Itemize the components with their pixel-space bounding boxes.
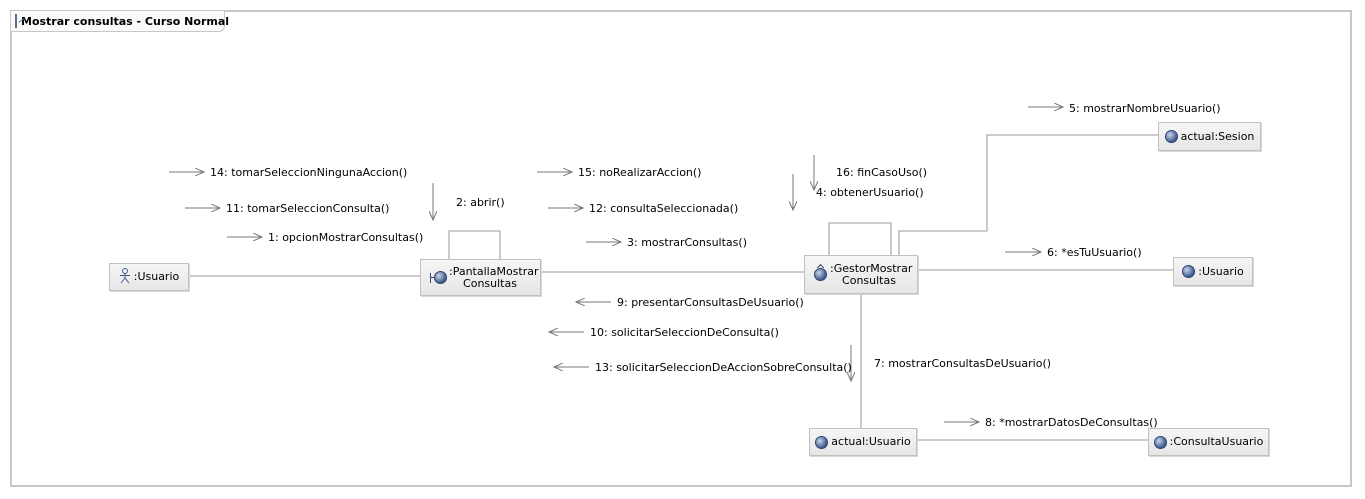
message-11: 11: tomarSeleccionConsulta()	[226, 202, 390, 215]
object-icon	[1153, 435, 1167, 449]
node-pantalla[interactable]: :PantallaMostrar Consultas	[420, 259, 541, 296]
node-gestor[interactable]: :GestorMostrar Consultas	[804, 255, 918, 294]
object-icon	[815, 435, 829, 449]
message-13: 13: solicitarSeleccionDeAccionSobreConsu…	[595, 361, 852, 374]
object-icon	[1164, 130, 1178, 143]
message-15: 15: noRealizarAccion()	[578, 166, 702, 179]
message-4: 4: obtenerUsuario()	[816, 186, 924, 199]
node-sesion[interactable]: actual:Sesion	[1158, 122, 1261, 151]
boundary-icon	[430, 271, 447, 284]
diagram-icon	[15, 14, 17, 28]
object-icon	[1182, 265, 1196, 278]
message-3: 3: mostrarConsultas()	[627, 236, 747, 249]
node-label: :Usuario	[1198, 264, 1244, 278]
diagram-title: Mostrar consultas - Curso Normal	[21, 14, 230, 28]
message-10: 10: solicitarSeleccionDeConsulta()	[590, 326, 779, 339]
diagram-frame	[10, 10, 1352, 487]
message-7: 7: mostrarConsultasDeUsuario()	[874, 357, 1052, 370]
links	[189, 134, 1173, 441]
message-16: 16: finCasoUso()	[836, 166, 928, 179]
node-consulta-usuario[interactable]: :ConsultaUsuario	[1148, 428, 1269, 456]
node-usuario-obj[interactable]: :Usuario	[1173, 257, 1253, 286]
message-6: 6: *esTuUsuario()	[1047, 246, 1142, 259]
self-link-pantalla	[448, 230, 501, 259]
message-1: 1: opcionMostrarConsultas()	[268, 231, 424, 244]
message-12: 12: consultaSeleccionada()	[589, 202, 739, 215]
message-5: 5: mostrarNombreUsuario()	[1069, 102, 1221, 115]
message-14: 14: tomarSeleccionNingunaAccion()	[210, 166, 408, 179]
node-label: :ConsultaUsuario	[1169, 435, 1264, 448]
diagram-title-tab[interactable]: Mostrar consultas - Curso Normal	[11, 11, 229, 32]
node-actual-usuario[interactable]: actual:Usuario	[809, 428, 917, 456]
self-link-gestor	[828, 222, 892, 255]
message-8: 8: *mostrarDatosDeConsultas()	[985, 416, 1158, 429]
node-label: :GestorMostrar Consultas	[830, 261, 913, 287]
node-label: actual:Usuario	[831, 435, 911, 448]
node-label: :PantallaMostrar Consultas	[449, 264, 539, 290]
actor-icon	[119, 267, 131, 287]
message-9: 9: presentarConsultasDeUsuario()	[617, 296, 804, 309]
message-2: 2: abrir()	[456, 196, 505, 209]
link-gestor-sesion	[898, 134, 1158, 255]
node-usuario-actor[interactable]: :Usuario	[109, 263, 189, 291]
node-label: actual:Sesion	[1180, 129, 1255, 143]
node-label: :Usuario	[133, 270, 180, 283]
control-icon	[814, 268, 827, 281]
